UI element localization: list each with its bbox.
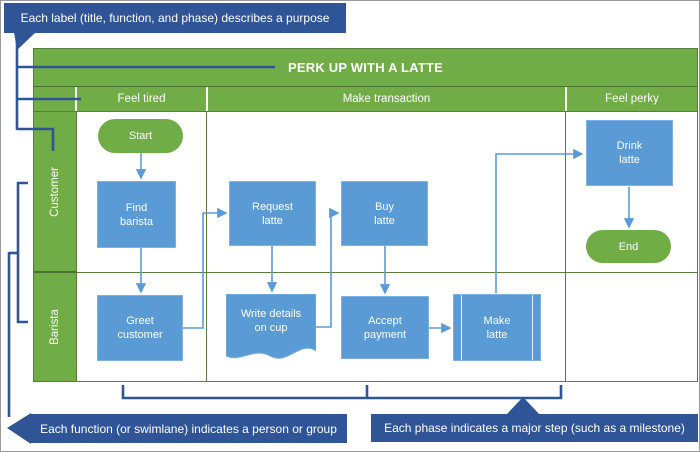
- lane-label: Customer: [49, 166, 62, 217]
- phase-label: Feel tired: [117, 93, 166, 105]
- predefined-process-bars: [461, 295, 533, 360]
- node-drink-latte: Drink latte: [586, 120, 673, 186]
- node-label: Request latte: [252, 200, 293, 227]
- phase-bracket: [121, 385, 563, 400]
- node-label: Find barista: [119, 201, 154, 228]
- node-write-details-on-cup: Write details on cup: [226, 294, 316, 362]
- node-request-latte: Request latte: [229, 181, 316, 246]
- node-label: Write details on cup: [240, 308, 302, 334]
- callout-top: Each label (title, function, and phase) …: [4, 3, 346, 33]
- phase-header-feel-perky: Feel perky: [567, 87, 697, 111]
- node-label: Greet customer: [117, 315, 163, 341]
- callout-bottom-right: Each phase indicates a major step (such …: [371, 414, 698, 442]
- node-label: Buy latte: [374, 200, 395, 227]
- node-buy-latte: Buy latte: [341, 181, 428, 246]
- callout-text: Each phase indicates a major step (such …: [384, 421, 685, 435]
- callout-bottom-right-pointer: [506, 397, 540, 415]
- node-end: End: [586, 230, 671, 263]
- callout-text: Each function (or swimlane) indicates a …: [40, 421, 337, 436]
- phase-header-corner: [34, 87, 75, 111]
- diagram-title: PERK UP WITH A LATTE: [288, 60, 443, 75]
- callout-bottom-left-pointer: [7, 413, 31, 444]
- node-label: End: [618, 240, 639, 253]
- document-shape: [226, 294, 316, 359]
- grid-line: [34, 111, 697, 112]
- grid-line: [76, 112, 77, 381]
- callout-text: Each label (title, function, and phase) …: [20, 11, 330, 25]
- lane-label: Barista: [48, 309, 61, 345]
- lane-label-barista: Barista: [34, 273, 76, 381]
- node-accept-payment: Accept payment: [341, 296, 429, 359]
- node-start: Start: [98, 119, 183, 153]
- callout-bottom-left: Each function (or swimlane) indicates a …: [30, 414, 347, 443]
- node-find-barista: Find barista: [97, 181, 176, 248]
- lane-band-divider: [34, 271, 76, 273]
- grid-line-phase-divider-1: [206, 112, 207, 381]
- grid-line-lane-divider: [76, 272, 697, 273]
- title-separator-line: [34, 86, 697, 87]
- function-bracket: [16, 181, 28, 324]
- node-make-latte: Make latte: [453, 294, 541, 361]
- lane-label-customer: Customer: [34, 112, 76, 271]
- node-greet-customer: Greet customer: [97, 295, 183, 361]
- diagram-title-bar: PERK UP WITH A LATTE: [34, 49, 697, 86]
- node-label: Accept payment: [363, 314, 407, 341]
- phase-header-feel-tired: Feel tired: [77, 87, 206, 111]
- phase-label: Make transaction: [342, 93, 431, 105]
- grid-line-phase-divider-2: [565, 112, 566, 381]
- phase-label: Feel perky: [605, 93, 659, 105]
- phase-header-make-transaction: Make transaction: [208, 87, 565, 111]
- node-label: Make latte: [483, 314, 511, 341]
- node-label: Drink latte: [616, 140, 643, 166]
- node-label: Start: [128, 130, 153, 142]
